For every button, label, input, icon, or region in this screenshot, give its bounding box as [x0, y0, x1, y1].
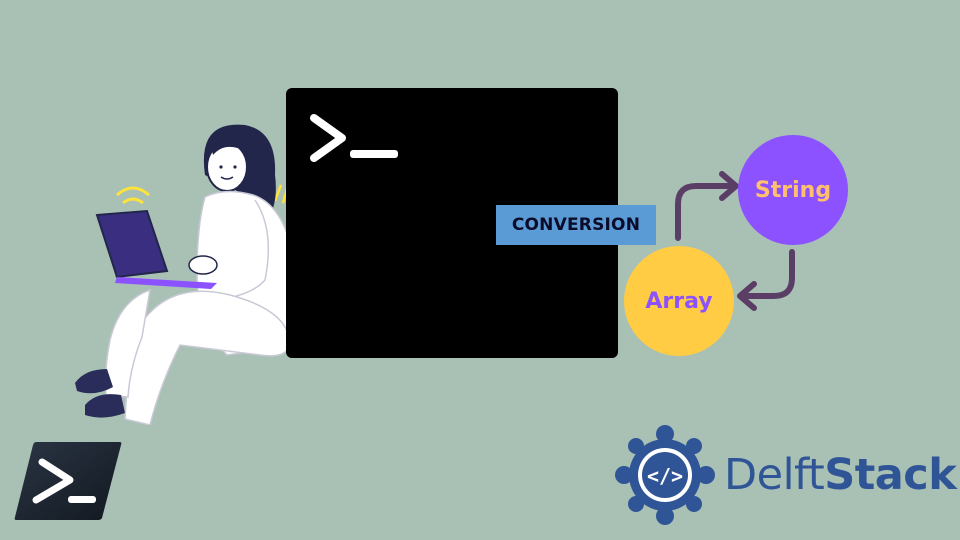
conversion-label: CONVERSION: [496, 205, 656, 245]
powershell-logo-icon: [14, 442, 122, 520]
brand-name: DelftStack: [724, 445, 957, 505]
brand-name-regular: Delft: [724, 450, 825, 500]
brand-name-bold: Stack: [824, 450, 957, 500]
delftstack-logo-icon: </>: [615, 425, 715, 525]
svg-text:</>: </>: [647, 464, 683, 488]
terminal-prompt-icon: [310, 114, 398, 162]
woman-with-laptop-illustration: [75, 124, 299, 425]
string-node: String: [738, 135, 848, 245]
string-node-label: String: [754, 177, 832, 203]
array-node-label: Array: [645, 288, 713, 314]
conversion-flow-arrows: [675, 171, 795, 311]
array-node: Array: [624, 246, 734, 356]
